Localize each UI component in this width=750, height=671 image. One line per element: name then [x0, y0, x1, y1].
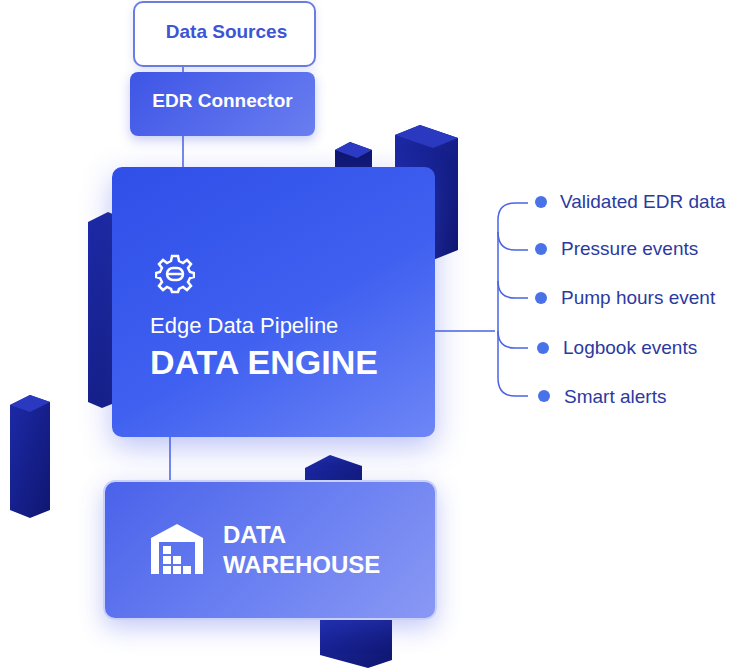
gear-icon — [155, 254, 195, 294]
output-bracket — [435, 203, 528, 396]
output-label: Logbook events — [563, 337, 697, 359]
bullet-dots — [535, 196, 550, 402]
warehouse-icon — [149, 520, 205, 576]
output-label: Validated EDR data — [560, 191, 725, 213]
output-label: Pump hours event — [561, 287, 715, 309]
connector-box: EDR Connector — [130, 72, 315, 136]
source-box: Data Sources — [133, 1, 316, 67]
node-text: EDR Connector — [130, 72, 315, 130]
output-label: Pressure events — [561, 238, 698, 260]
node-text: DATA ENGINE — [150, 343, 425, 382]
connector-line — [183, 136, 184, 167]
node-text: Edge Data Pipeline — [150, 313, 420, 339]
warehouse-box: DATA WAREHOUSE — [103, 480, 437, 620]
output-label: Smart alerts — [564, 386, 666, 408]
bar-blocks — [10, 125, 458, 668]
node-text: DATA WAREHOUSE — [223, 520, 398, 580]
engine-box: Edge Data PipelineDATA ENGINE — [112, 167, 435, 437]
connector-line — [170, 437, 171, 480]
node-text: Data Sources — [135, 3, 318, 61]
